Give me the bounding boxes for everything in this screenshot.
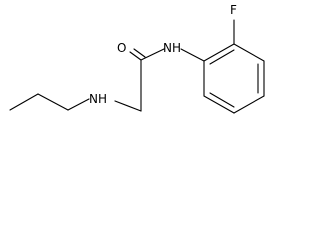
bond-carbonyl-nh — [140, 48, 165, 61]
bond-propyl-ch2-nh — [67, 98, 90, 111]
bond-carbonyl-oxygen — [129, 51, 142, 61]
ring-bond-2 — [233, 43, 265, 62]
ring-double-bond-3 — [209, 92, 235, 108]
atom-label-fluorine: F — [230, 3, 237, 17]
atom-label-amine-nh: NH — [89, 92, 107, 106]
bond-propyl-ch2-ch2 — [37, 93, 69, 111]
ring-bond-1 — [203, 43, 235, 62]
bond-nh-ch2 — [114, 100, 142, 112]
bond-carbonyl-oxygen-double — [133, 48, 146, 58]
chemical-structure: F O NH NH — [9, 3, 265, 114]
ring-double-bond-1 — [209, 49, 235, 65]
ring-bond-4 — [233, 95, 265, 114]
bond-nh-ring — [180, 48, 205, 62]
ring-bond-5 — [203, 95, 235, 114]
atom-label-amide-nh: NH — [163, 41, 181, 55]
bond-propyl-ch3-ch2 — [9, 93, 39, 111]
atom-label-oxygen: O — [117, 41, 126, 55]
